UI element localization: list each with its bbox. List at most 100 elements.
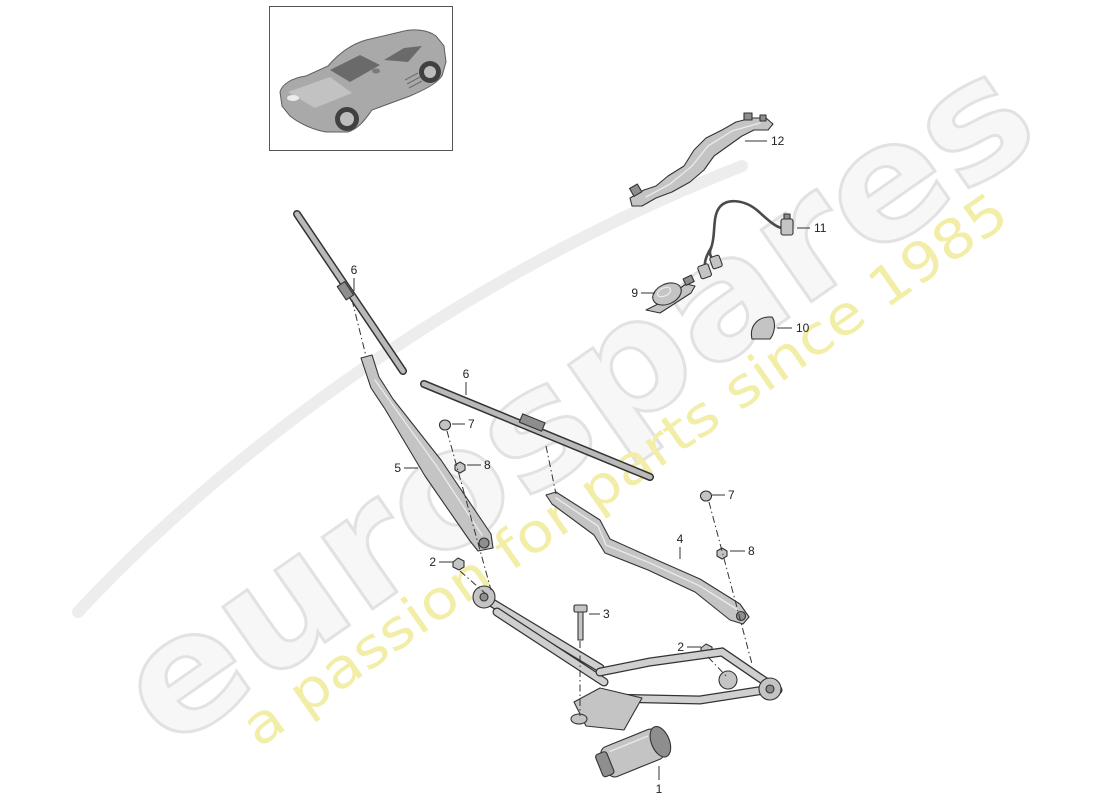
wiper-arm-hub <box>735 610 747 622</box>
cap-body <box>438 419 452 431</box>
sensor-highlight <box>656 286 672 298</box>
callout-7-upper[interactable]: 7 <box>452 417 475 431</box>
part-8-nut-right <box>716 547 728 560</box>
part-6-wiper-blade-left <box>293 210 407 375</box>
harness-connector <box>697 263 713 280</box>
callout-12[interactable]: 12 <box>745 134 785 148</box>
callout-4[interactable]: 4 <box>677 532 684 559</box>
wiper-arm-highlight <box>374 379 483 536</box>
callout-number[interactable]: 9 <box>631 286 638 300</box>
linkage-rod <box>493 608 608 686</box>
part-3-bolt <box>573 604 588 641</box>
linkage-pivot-center <box>765 684 775 694</box>
callout-number[interactable]: 10 <box>796 321 810 335</box>
wiper-arm-highlight <box>555 497 739 611</box>
part-6-wiper-blade-center <box>420 380 654 481</box>
wiper-arm-hub <box>478 537 490 549</box>
callout-8-upper[interactable]: 8 <box>467 458 491 472</box>
linkage-mount-foot <box>570 713 588 725</box>
callout-6-left[interactable]: 6 <box>351 263 358 291</box>
part-8-nut-upper <box>454 461 466 474</box>
car-windshield <box>330 55 380 82</box>
callout-number[interactable]: 1 <box>656 782 663 796</box>
bracket-hook <box>743 112 753 121</box>
callout-7-right[interactable]: 7 <box>712 488 735 502</box>
watermark-swoosh <box>72 160 748 618</box>
callout-number[interactable]: 6 <box>351 263 358 277</box>
callout-number[interactable]: 11 <box>814 221 827 235</box>
nut-body <box>716 547 728 560</box>
car-icon <box>279 29 447 133</box>
callout-10[interactable]: 10 <box>777 321 810 335</box>
blade-adapter <box>518 413 546 432</box>
bracket-body <box>629 117 774 207</box>
car-mirror <box>372 68 380 74</box>
callout-6-center[interactable]: 6 <box>463 367 470 395</box>
part-7-cap-upper <box>438 419 452 431</box>
callout-8-right[interactable]: 8 <box>730 544 755 558</box>
assembly-line <box>351 299 367 357</box>
cap-body <box>699 490 713 502</box>
callout-11[interactable]: 11 <box>797 221 827 235</box>
linkage-pivot-center <box>479 592 489 602</box>
callout-2-left[interactable]: 2 <box>429 555 453 569</box>
bracket-highlight <box>645 122 761 198</box>
vehicle-thumbnail <box>269 6 453 151</box>
callout-number[interactable]: 2 <box>677 640 684 654</box>
callout-5[interactable]: 5 <box>394 461 418 475</box>
blade-adapter <box>336 281 355 301</box>
callout-9[interactable]: 9 <box>631 286 655 300</box>
assembly-lines <box>351 299 753 716</box>
assembly-line <box>446 430 492 591</box>
bracket-hook <box>759 114 767 122</box>
sensor-dome <box>652 282 682 306</box>
motor-highlight <box>609 735 649 752</box>
callout-number[interactable]: 3 <box>603 607 610 621</box>
watermark: eurospares a passion for parts since 198… <box>72 15 1068 785</box>
callout-number[interactable]: 5 <box>394 461 401 475</box>
callout-number[interactable]: 4 <box>677 532 684 546</box>
callout-1[interactable]: 1 <box>656 766 663 796</box>
assembly-line <box>545 445 557 495</box>
callout-number[interactable]: 6 <box>463 367 470 381</box>
linkage-pivot <box>718 670 738 690</box>
linkage-rod <box>480 594 604 672</box>
motor-gearbox <box>595 751 615 778</box>
car-hood <box>288 77 352 108</box>
car-side-window <box>384 46 422 62</box>
car-headlight <box>287 95 299 101</box>
bolt-shank <box>577 611 584 641</box>
part-2-nut-left <box>452 557 465 571</box>
part-7-cap-right <box>699 490 713 502</box>
callout-number[interactable]: 12 <box>771 134 785 148</box>
callout-number[interactable]: 2 <box>429 555 436 569</box>
bracket-tab <box>628 183 643 197</box>
harness-connector <box>709 254 723 270</box>
car-side-intake <box>404 72 423 89</box>
assembly-line <box>707 656 729 679</box>
part-1-wiper-linkage <box>472 585 783 778</box>
motor-end-cap <box>649 725 672 758</box>
part-9-sensor <box>645 274 696 314</box>
car-front-rim <box>340 112 354 126</box>
assembly-line <box>459 570 487 595</box>
callout-number[interactable]: 7 <box>468 417 475 431</box>
callout-3[interactable]: 3 <box>589 607 610 621</box>
harness-cable <box>708 199 788 264</box>
part-11-wiring-harness <box>697 199 794 280</box>
callout-2-right[interactable]: 2 <box>677 640 701 654</box>
callout-number[interactable]: 8 <box>484 458 491 472</box>
nut-body <box>454 461 466 474</box>
callout-number[interactable]: 7 <box>728 488 735 502</box>
bolt-head <box>573 604 588 613</box>
callout-number[interactable]: 8 <box>748 544 755 558</box>
wiper-motor <box>595 725 672 778</box>
part-12-bracket <box>628 112 774 207</box>
part-10-gel-pad <box>750 316 775 340</box>
harness-connector <box>780 218 794 236</box>
assembly-line <box>708 501 753 665</box>
harness-connector-tab <box>783 213 791 220</box>
part-4-wiper-arm <box>545 491 750 625</box>
gel-pad-body <box>750 316 775 340</box>
